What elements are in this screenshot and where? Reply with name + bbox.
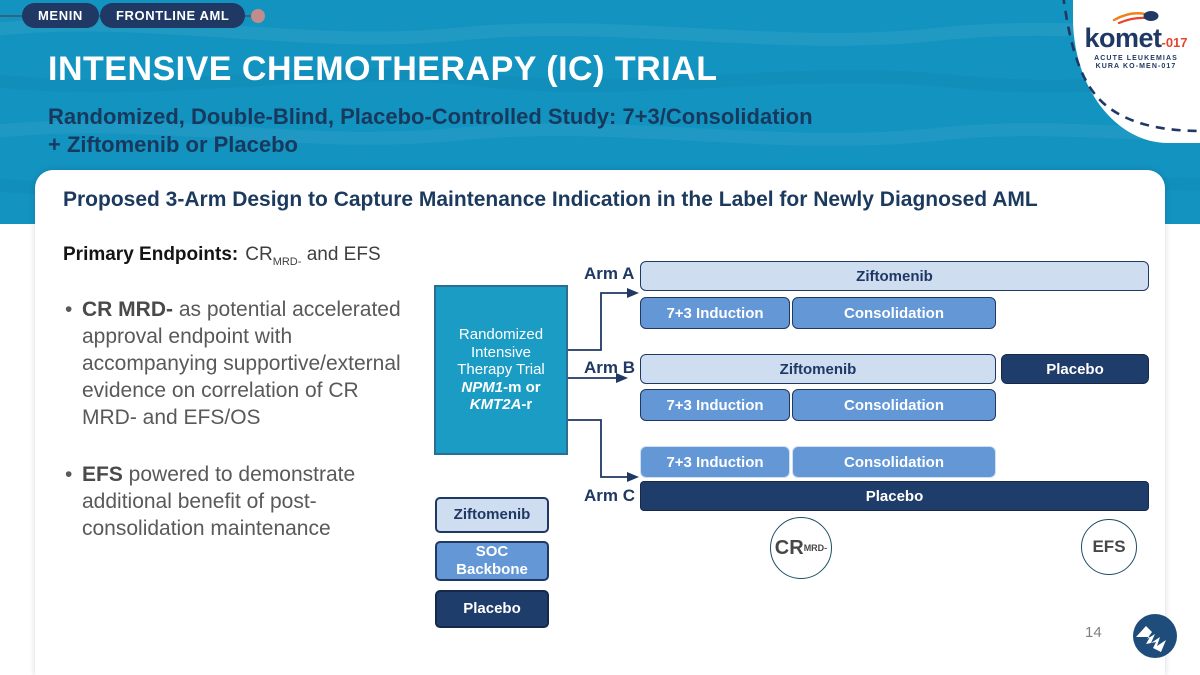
arm-b-label: Arm B bbox=[584, 358, 636, 377]
bullet-1-bold: CR MRD- bbox=[82, 298, 173, 321]
bullet-cr-mrd: CR MRD- as potential accelerated approva… bbox=[63, 296, 408, 431]
badge-menin: MENIN bbox=[22, 3, 99, 28]
subtitle-line-1: Randomized, Double-Blind, Placebo-Contro… bbox=[48, 104, 813, 129]
arm-c-placebo-bar: Placebo bbox=[640, 481, 1149, 511]
primary-endpoints-value: CRMRD- and EFS bbox=[245, 244, 381, 268]
komet-logo: komet-017 ACUTE LEUKEMIAS KURA KO-MEN-01… bbox=[1078, 8, 1194, 70]
bullet-list: CR MRD- as potential accelerated approva… bbox=[63, 296, 408, 572]
randomized-trial-box: Randomized Intensive Therapy Trial NPM1-… bbox=[434, 285, 568, 455]
content-card: Proposed 3-Arm Design to Capture Mainten… bbox=[35, 170, 1165, 675]
legend-soc-backbone: SOC Backbone bbox=[435, 541, 549, 581]
efs-endpoint-circle: EFS bbox=[1081, 519, 1137, 575]
badge-frontline-aml: FRONTLINE AML bbox=[100, 3, 246, 28]
kura-globe-logo bbox=[1133, 614, 1177, 658]
arm-b-placebo-bar: Placebo bbox=[1001, 354, 1149, 384]
trial-box-line-3: Therapy Trial bbox=[457, 361, 545, 379]
cr-text: CR bbox=[245, 244, 273, 265]
slide-subtitle: Randomized, Double-Blind, Placebo-Contro… bbox=[48, 103, 813, 159]
cr-circle-text: CR bbox=[774, 536, 804, 559]
bullet-efs: EFS powered to demonstrate additional be… bbox=[63, 461, 408, 542]
trial-box-line-2: Intensive bbox=[470, 343, 532, 361]
mrd-subscript: MRD- bbox=[272, 255, 302, 268]
bullet-1-text: as potential accelerated approval endpoi… bbox=[82, 298, 401, 429]
gene-kmt2a: KMT2A bbox=[469, 396, 522, 414]
efs-circle-text: EFS bbox=[1092, 537, 1126, 556]
komet-code-text: -017 bbox=[1161, 35, 1188, 50]
slide-title: INTENSIVE CHEMOTHERAPY (IC) TRIAL bbox=[48, 50, 718, 88]
bullet-2-text: powered to demonstrate additional benefi… bbox=[82, 463, 356, 540]
primary-endpoints-line: Primary Endpoints: CRMRD- and EFS bbox=[63, 244, 381, 268]
komet-wordmark: komet-017 bbox=[1078, 23, 1194, 54]
trial-box-line-1: Randomized bbox=[458, 326, 544, 344]
page-number: 14 bbox=[1085, 624, 1102, 641]
arm-b-induction-bar: 7+3 Induction bbox=[640, 389, 790, 421]
bullet-2-bold: EFS bbox=[82, 463, 123, 486]
cr-circle-subscript: MRD- bbox=[803, 543, 828, 553]
legend-placebo: Placebo bbox=[435, 590, 549, 628]
trial-box-gene-line-2: KMT2A-r bbox=[470, 396, 533, 414]
arm-a-induction-bar: 7+3 Induction bbox=[640, 297, 790, 329]
komet-tagline-1: ACUTE LEUKEMIAS bbox=[1094, 55, 1178, 62]
gene-kmt2a-suffix: -r bbox=[521, 396, 533, 414]
arm-a-ziftomenib-bar: Ziftomenib bbox=[640, 261, 1149, 291]
badge-connector-dot bbox=[251, 9, 265, 23]
efs-text: and EFS bbox=[301, 244, 381, 265]
komet-tagline-2: KURA KO-MEN-017 bbox=[1095, 63, 1177, 70]
trial-box-gene-line-1: NPM1-m or bbox=[461, 379, 540, 397]
komet-brand-text: komet bbox=[1084, 23, 1162, 53]
comet-icon bbox=[1112, 11, 1159, 25]
subtitle-line-2: + Ziftomenib or Placebo bbox=[48, 132, 298, 157]
arm-c-induction-bar: 7+3 Induction bbox=[640, 446, 790, 478]
arm-b-ziftomenib-bar: Ziftomenib bbox=[640, 354, 996, 384]
primary-endpoints-label: Primary Endpoints: bbox=[63, 244, 239, 265]
gene-npm1: NPM1 bbox=[461, 378, 504, 396]
arm-a-label: Arm A bbox=[584, 264, 635, 283]
gene-npm1-suffix: -m or bbox=[503, 378, 541, 396]
arm-c-consolidation-bar: Consolidation bbox=[792, 446, 996, 478]
legend-ziftomenib: Ziftomenib bbox=[435, 497, 549, 533]
card-heading: Proposed 3-Arm Design to Capture Mainten… bbox=[63, 188, 1038, 211]
arm-b-consolidation-bar: Consolidation bbox=[792, 389, 996, 421]
arm-a-consolidation-bar: Consolidation bbox=[792, 297, 996, 329]
arm-c-label: Arm C bbox=[584, 486, 636, 505]
